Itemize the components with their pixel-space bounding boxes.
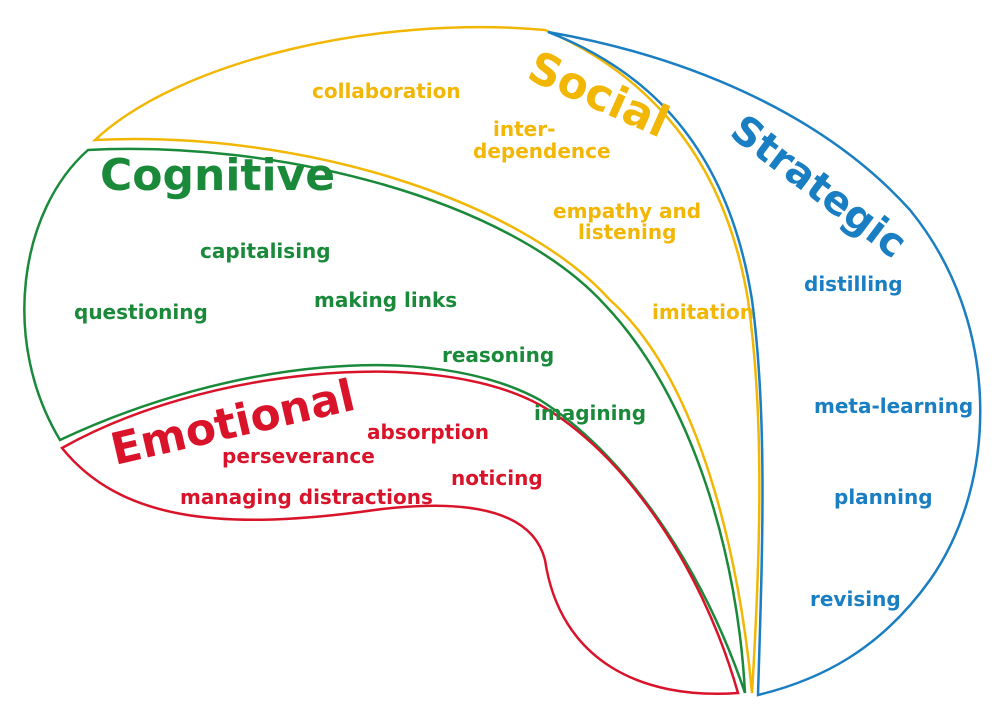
emotional-item-managing-distractions: managing distractions <box>180 485 433 509</box>
emotional-item-perseverance: perseverance <box>222 444 375 468</box>
emotional-region-outline <box>60 370 740 695</box>
strategic-item-planning: planning <box>834 485 933 509</box>
strategic-region-outline <box>547 30 982 697</box>
social-item-listening: listening <box>578 220 676 244</box>
social-item-dependence: dependence <box>473 139 611 163</box>
strategic-item-revising: revising <box>810 587 901 611</box>
social-item-imitation: imitation <box>652 300 754 324</box>
social-item-empathy: empathy and <box>553 199 701 223</box>
cognitive-item-reasoning: reasoning <box>442 343 554 367</box>
social-item-collaboration: collaboration <box>312 79 461 103</box>
strategic-item-meta-learning: meta-learning <box>814 394 973 418</box>
cognitive-title: Cognitive <box>100 150 335 201</box>
social-item-inter: inter- <box>493 117 555 141</box>
social-region-outline <box>91 25 761 694</box>
emotional-item-noticing: noticing <box>451 466 543 490</box>
cognitive-item-questioning: questioning <box>74 300 208 324</box>
strategic-item-distilling: distilling <box>804 272 903 296</box>
cognitive-item-making-links: making links <box>314 288 457 312</box>
cognitive-item-capitalising: capitalising <box>200 239 331 263</box>
cognitive-item-imagining: imagining <box>534 401 646 425</box>
emotional-item-absorption: absorption <box>367 420 489 444</box>
